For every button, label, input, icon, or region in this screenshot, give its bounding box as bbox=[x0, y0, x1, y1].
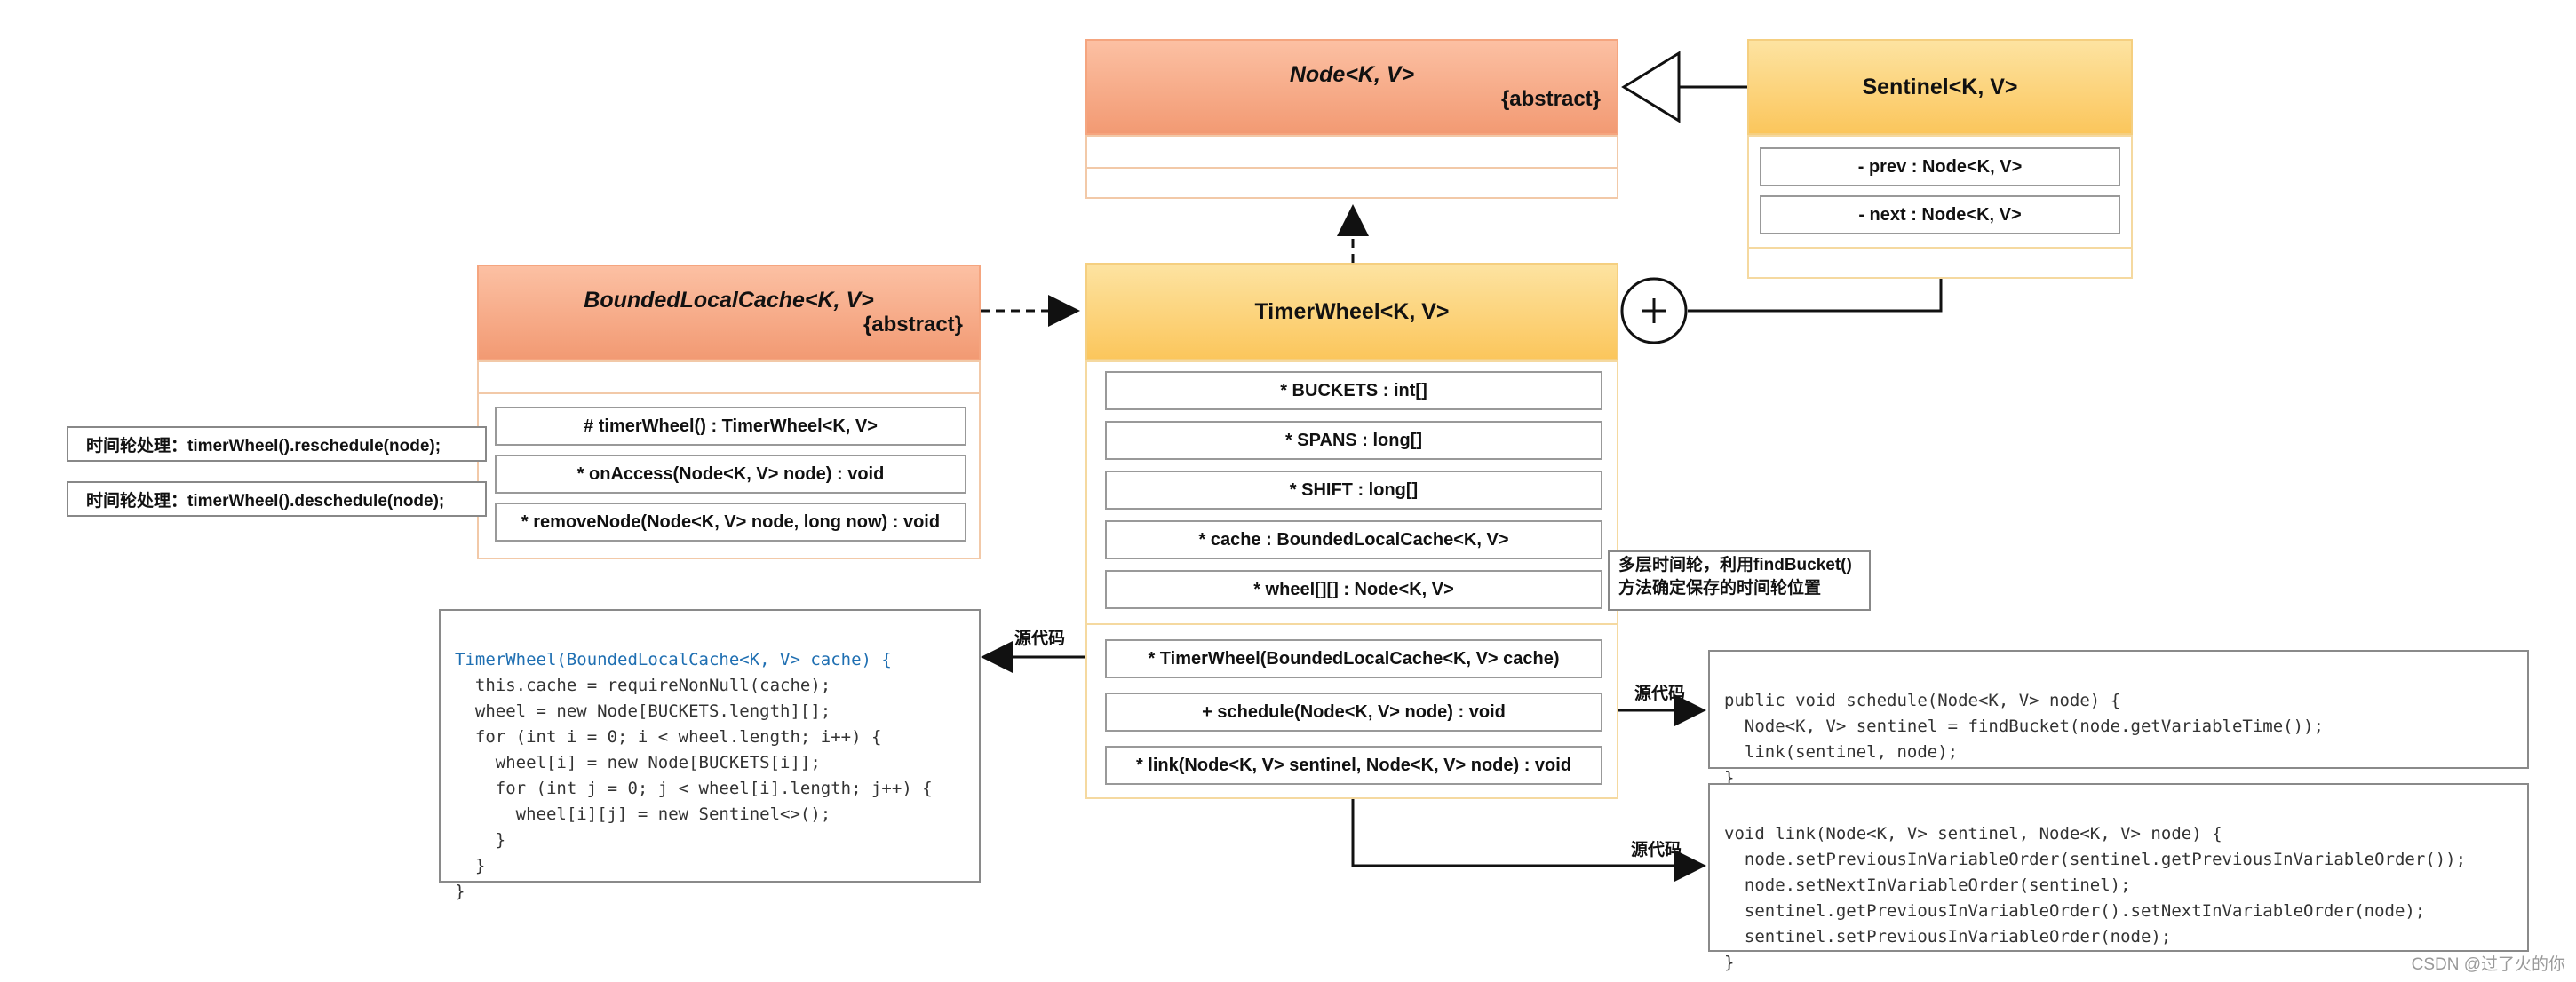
source-label-constructor: 源代码 bbox=[1014, 630, 1066, 648]
source-label-link: 源代码 bbox=[1631, 841, 1682, 859]
code-line: sentinel.getPreviousInVariableOrder().se… bbox=[1724, 901, 2426, 921]
timerwheel-class-header: TimerWheel<K, V> bbox=[1085, 263, 1618, 360]
inheritance-triangle bbox=[1621, 51, 1681, 123]
tw-field-shift: * SHIFT : long[] bbox=[1105, 471, 1602, 510]
code-line: } bbox=[455, 882, 465, 901]
blc-method-removenode: * removeNode(Node<K, V> node, long now) … bbox=[495, 503, 966, 542]
sentinel-class-body: - prev : Node<K, V> - next : Node<K, V> bbox=[1747, 135, 2133, 279]
arrow-link-code bbox=[1351, 783, 1706, 882]
code-line: } bbox=[455, 856, 486, 875]
blc-method-timerwheel: # timerWheel() : TimerWheel<K, V> bbox=[495, 407, 966, 446]
tw-field-spans: * SPANS : long[] bbox=[1105, 421, 1602, 460]
tw-field-wheel: * wheel[][] : Node<K, V> bbox=[1105, 570, 1602, 609]
code-line: node.setPreviousInVariableOrder(sentinel… bbox=[1724, 850, 2467, 869]
code-line: } bbox=[455, 830, 506, 850]
wheel-callout: 多层时间轮，利用findBucket() 方法确定保存的时间轮位置 bbox=[1608, 550, 1871, 611]
timerwheel-class-title: TimerWheel<K, V> bbox=[1254, 299, 1450, 324]
code-line: node.setNextInVariableOrder(sentinel); bbox=[1724, 875, 2131, 895]
node-class-header: Node<K, V> {abstract} bbox=[1085, 39, 1618, 135]
wheel-callout-line1: 多层时间轮，利用findBucket() bbox=[1618, 556, 1852, 574]
timerwheel-class-body: * BUCKETS : int[] * SPANS : long[] * SHI… bbox=[1085, 360, 1618, 799]
tw-field-buckets: * BUCKETS : int[] bbox=[1105, 371, 1602, 410]
code-line: } bbox=[1724, 953, 1735, 972]
blc-class-stereotype: {abstract} bbox=[863, 313, 963, 337]
wheel-callout-line2: 方法确定保存的时间轮位置 bbox=[1618, 579, 1822, 598]
code-line: } bbox=[1724, 768, 1735, 788]
code-line: TimerWheel(BoundedLocalCache<K, V> cache… bbox=[455, 650, 892, 669]
sentinel-field-next: - next : Node<K, V> bbox=[1760, 195, 2120, 234]
code-link: void link(Node<K, V> sentinel, Node<K, V… bbox=[1708, 783, 2529, 972]
tw-field-cache: * cache : BoundedLocalCache<K, V> bbox=[1105, 520, 1602, 559]
blc-class-header: BoundedLocalCache<K, V> {abstract} bbox=[477, 265, 981, 360]
code-line: this.cache = requireNonNull(cache); bbox=[455, 676, 831, 695]
code-line: for (int i = 0; i < wheel.length; i++) { bbox=[455, 727, 882, 747]
code-constructor: TimerWheel(BoundedLocalCache<K, V> cache… bbox=[439, 609, 981, 901]
code-line: link(sentinel, node); bbox=[1724, 742, 1959, 762]
node-class-body bbox=[1085, 135, 1618, 199]
tw-method-link: * link(Node<K, V> sentinel, Node<K, V> n… bbox=[1105, 746, 1602, 785]
node-class-title: Node<K, V> bbox=[1289, 62, 1415, 87]
node-class-stereotype: {abstract} bbox=[1500, 87, 1601, 111]
code-line: for (int j = 0; j < wheel[i].length; j++… bbox=[455, 779, 933, 798]
code-schedule: public void schedule(Node<K, V> node) { … bbox=[1708, 650, 2529, 788]
blc-class-title: BoundedLocalCache<K, V> bbox=[584, 288, 874, 313]
note-reschedule: 时间轮处理：timerWheel().reschedule(node); bbox=[67, 426, 487, 462]
code-line: void link(Node<K, V> sentinel, Node<K, V… bbox=[1724, 824, 2222, 843]
nesting-line bbox=[1688, 279, 1943, 313]
sentinel-field-prev: - prev : Node<K, V> bbox=[1760, 147, 2120, 186]
sentinel-class-title: Sentinel<K, V> bbox=[1862, 75, 2018, 99]
code-line: sentinel.setPreviousInVariableOrder(node… bbox=[1724, 927, 2172, 946]
tw-method-constructor: * TimerWheel(BoundedLocalCache<K, V> cac… bbox=[1105, 639, 1602, 678]
note-deschedule: 时间轮处理：timerWheel().deschedule(node); bbox=[67, 481, 487, 517]
code-line: wheel = new Node[BUCKETS.length][]; bbox=[455, 701, 831, 721]
tw-method-schedule: + schedule(Node<K, V> node) : void bbox=[1105, 693, 1602, 732]
code-line: Node<K, V> sentinel = findBucket(node.ge… bbox=[1724, 717, 2324, 736]
watermark: CSDN @过了火的你 bbox=[2411, 955, 2565, 974]
blc-method-onaccess: * onAccess(Node<K, V> node) : void bbox=[495, 455, 966, 494]
source-label-schedule: 源代码 bbox=[1634, 685, 1686, 703]
blc-class-body: # timerWheel() : TimerWheel<K, V> * onAc… bbox=[477, 360, 981, 559]
sentinel-class-header: Sentinel<K, V> bbox=[1747, 39, 2133, 135]
code-line: wheel[i] = new Node[BUCKETS[i]]; bbox=[455, 753, 821, 772]
code-line: wheel[i][j] = new Sentinel<>(); bbox=[455, 804, 831, 824]
code-line: public void schedule(Node<K, V> node) { bbox=[1724, 691, 2121, 710]
